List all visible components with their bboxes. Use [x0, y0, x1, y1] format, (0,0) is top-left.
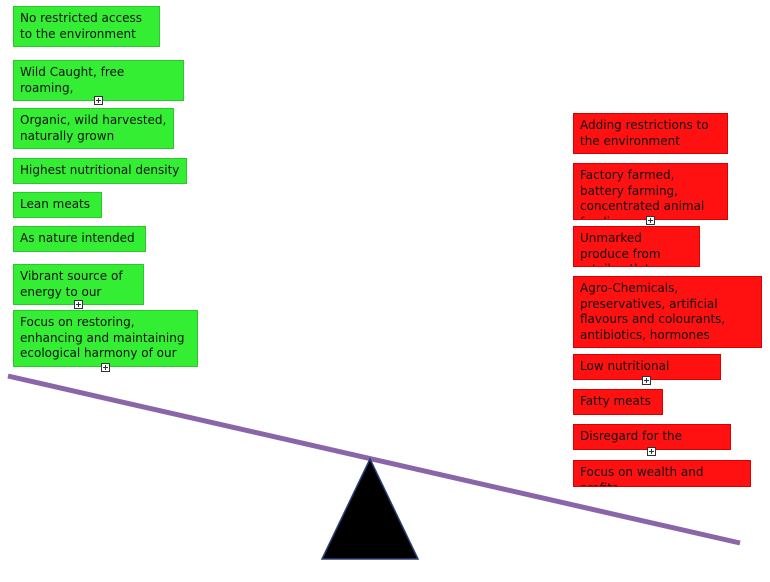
negative-item-label: Unmarked produce from retail outlets [580, 231, 661, 266]
expand-text-icon[interactable] [647, 447, 656, 456]
positive-item-lean-meats: Lean meats [13, 192, 102, 218]
negative-item-label: Low nutritional [580, 359, 670, 373]
positive-item-label: Highest nutritional density [20, 163, 180, 177]
negative-item-label: Factory farmed, battery farming, concent… [580, 168, 705, 219]
positive-item-label: No restricted access to the environment [20, 11, 142, 41]
negative-item-unmarked-produce: Unmarked produce from retail outlets [573, 226, 700, 267]
positive-item-wild-caught: Wild Caught, free roaming, [13, 60, 184, 101]
negative-item-low-nutritional: Low nutritional [573, 354, 721, 380]
positive-item-nutritional-density: Highest nutritional density [13, 158, 187, 184]
positive-item-as-nature-intended: As nature intended [13, 226, 146, 252]
balance-beam [7, 373, 741, 546]
negative-item-label: Focus on wealth and profits [580, 465, 704, 486]
positive-item-label: Vibrant source of energy to our [20, 269, 123, 299]
positive-item-organic: Organic, wild harvested, naturally grown [13, 108, 174, 149]
negative-item-adding-restrictions: Adding restrictions to the environment [573, 113, 728, 154]
positive-item-label: Wild Caught, free roaming, [20, 65, 125, 95]
positive-item-ecological-harmony: Focus on restoring, enhancing and mainta… [13, 310, 198, 367]
negative-item-label: Fatty meats [580, 394, 651, 408]
expand-text-icon[interactable] [101, 363, 110, 372]
negative-item-label: Agro-Chemicals, preservatives, artificia… [580, 281, 726, 342]
negative-item-agro-chemicals: Agro-Chemicals, preservatives, artificia… [573, 276, 762, 348]
positive-item-label: Lean meats [20, 197, 91, 211]
negative-item-fatty-meats: Fatty meats [573, 389, 663, 415]
positive-item-vibrant-energy: Vibrant source of energy to our [13, 264, 144, 305]
positive-item-label: As nature intended [20, 231, 135, 245]
expand-text-icon[interactable] [94, 96, 103, 105]
negative-item-wealth-and-profits: Focus on wealth and profits [573, 460, 751, 487]
negative-item-factory-farmed: Factory farmed, battery farming, concent… [573, 163, 728, 220]
positive-item-label: Organic, wild harvested, naturally grown [20, 113, 167, 143]
positive-item-unrestricted-access: No restricted access to the environment [13, 6, 160, 47]
expand-text-icon[interactable] [646, 216, 655, 225]
expand-text-icon[interactable] [74, 300, 83, 309]
negative-item-label: Adding restrictions to the environment [580, 118, 709, 148]
negative-item-label: Disregard for the [580, 429, 683, 443]
positive-item-label: Focus on restoring, enhancing and mainta… [20, 315, 185, 360]
fulcrum-triangle [320, 457, 420, 560]
expand-text-icon[interactable] [642, 376, 651, 385]
